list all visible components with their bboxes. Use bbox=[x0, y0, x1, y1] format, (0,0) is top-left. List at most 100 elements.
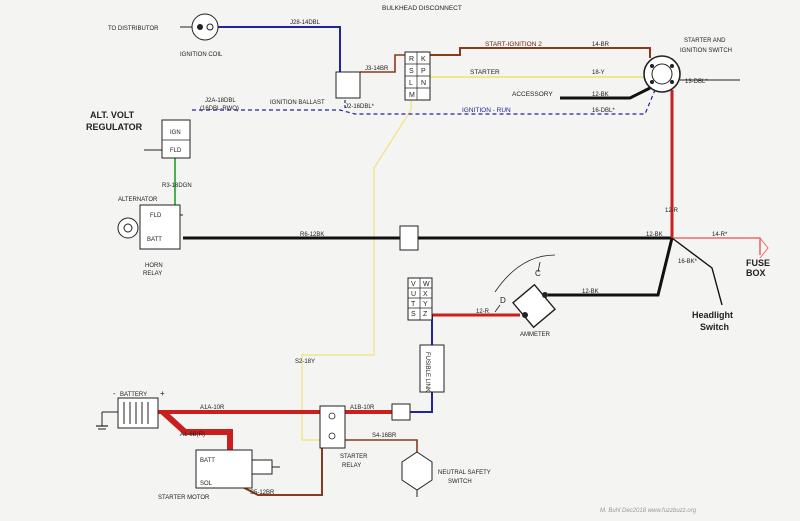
label-j2a: J2A-18DBL bbox=[205, 98, 236, 104]
label-ammeter-c: C bbox=[535, 269, 541, 278]
label-headlight-1: Headlight bbox=[692, 310, 733, 320]
wire-j28 bbox=[218, 26, 348, 81]
connector-pin-u: U bbox=[411, 291, 416, 298]
label-headlight-2: Switch bbox=[700, 322, 729, 332]
label-dbl16: 16-DBL* bbox=[592, 108, 615, 114]
voltage-regulator bbox=[144, 119, 191, 159]
inline-connector bbox=[399, 225, 419, 251]
label-sol-term: SOL bbox=[200, 481, 213, 487]
label-battery: BATTERY bbox=[120, 392, 147, 398]
label-bk12-acc: 12-BK bbox=[592, 92, 609, 98]
label-switch-1: STARTER AND bbox=[684, 38, 726, 44]
label-s5: S5-12BR bbox=[250, 490, 275, 496]
label-starter-motor: STARTER MOTOR bbox=[158, 495, 210, 501]
label-starter-relay-2: RELAY bbox=[342, 463, 361, 469]
label-horn-relay-2: RELAY bbox=[143, 271, 162, 277]
label-fuse-box-2: BOX bbox=[746, 268, 766, 278]
label-battery-plus: + bbox=[160, 389, 165, 398]
connector-pin-s: S bbox=[411, 311, 416, 318]
label-j3: J3-14BR bbox=[365, 66, 389, 72]
wire-j3 bbox=[360, 54, 405, 73]
alternator bbox=[117, 204, 183, 250]
label-fld: FLD bbox=[170, 148, 182, 154]
label-12bk-main: 12-BK bbox=[646, 232, 663, 238]
wire-accessory bbox=[560, 86, 651, 100]
ammeter bbox=[494, 254, 556, 329]
wire-16bk bbox=[671, 237, 723, 306]
lower-connector bbox=[407, 277, 433, 321]
label-a1b: A1B-10R bbox=[350, 405, 375, 411]
label-12r: 12-R bbox=[665, 208, 679, 214]
bulkhead-pin-l: L bbox=[409, 80, 413, 87]
battery bbox=[96, 397, 159, 430]
bulkhead-pin-k: K bbox=[421, 56, 426, 63]
connector-pin-w: W bbox=[423, 281, 430, 288]
label-volt-reg-1: ALT. VOLT bbox=[90, 110, 135, 120]
label-12r-amm: 12-R bbox=[476, 309, 490, 315]
label-batt-term: BATT bbox=[200, 458, 215, 464]
label-ign-run: IGNITION - RUN bbox=[462, 107, 511, 114]
connector-pin-t: T bbox=[411, 301, 416, 308]
label-alternator: ALTERNATOR bbox=[118, 197, 158, 203]
label-starter: STARTER bbox=[470, 69, 500, 76]
wire-14r bbox=[672, 237, 761, 255]
label-neutral-safety-2: SWITCH bbox=[448, 479, 472, 485]
label-starter-relay-1: STARTER bbox=[340, 454, 368, 460]
label-dbl13: 13-DBL* bbox=[685, 79, 708, 85]
label-footer: M. Buhl Dec2018 www.fuzzbuzz.org bbox=[600, 508, 697, 514]
bulkhead-pin-p: P bbox=[421, 68, 426, 75]
label-neutral-safety-1: NEUTRAL SAFETY bbox=[438, 470, 491, 476]
bulkhead-pin-s: S bbox=[409, 68, 414, 75]
label-to-distributor: TO DISTRIBUTOR bbox=[108, 26, 159, 32]
wire-ign-run bbox=[192, 89, 656, 115]
starter-relay bbox=[319, 405, 346, 449]
label-ammeter: AMMETER bbox=[520, 332, 551, 338]
starter-motor bbox=[195, 449, 280, 489]
label-12bk-amm: 12-BK bbox=[582, 289, 599, 295]
wire-a1 bbox=[160, 409, 233, 460]
wire-12bk-amm bbox=[548, 237, 674, 297]
label-j2a-2: (16DBL-RWO) bbox=[200, 106, 239, 112]
label-16bk: 16-BK* bbox=[678, 259, 698, 265]
connector-pin-v: V bbox=[411, 281, 416, 288]
bulkhead-pin-r: R bbox=[409, 56, 414, 63]
connector-pin-z: Z bbox=[423, 311, 428, 318]
label-s2: S2-18Y bbox=[295, 359, 315, 365]
label-bulkhead: BULKHEAD DISCONNECT bbox=[382, 5, 462, 12]
label-r6: R6-12BK bbox=[300, 232, 324, 238]
wire-s4 bbox=[345, 439, 418, 452]
bulkhead-pin-m: M bbox=[409, 92, 415, 99]
label-14r: 14-R* bbox=[712, 232, 728, 238]
label-r3: R3-18DGN bbox=[162, 183, 192, 189]
label-switch-2: IGNITION SWITCH bbox=[680, 48, 732, 54]
label-y18: 18-Y bbox=[592, 70, 605, 76]
wire-fusible-2 bbox=[410, 392, 433, 413]
connector-pin-y: Y bbox=[423, 301, 428, 308]
relay-output-connector bbox=[391, 403, 411, 421]
label-volt-reg-2: REGULATOR bbox=[86, 122, 143, 132]
label-fuse-box-1: FUSE bbox=[746, 258, 770, 268]
ignition-ballast bbox=[335, 71, 361, 99]
label-a1: A1-6B(R) bbox=[180, 432, 205, 438]
label-fusible-link: FUSIBLE LINK bbox=[424, 352, 430, 392]
label-ammeter-d: D bbox=[500, 296, 506, 305]
label-battery-minus: - bbox=[113, 389, 116, 398]
ignition-coil bbox=[180, 13, 219, 41]
label-horn-relay: HORN bbox=[145, 263, 163, 269]
label-accessory: ACCESSORY bbox=[512, 91, 553, 98]
bulkhead-pin-n: N bbox=[421, 80, 426, 87]
wire-s2 bbox=[301, 90, 412, 441]
ignition-switch bbox=[643, 55, 740, 93]
label-s4: S4-16BR bbox=[372, 433, 397, 439]
wire-start-ign2 bbox=[430, 47, 651, 58]
fusible-link bbox=[419, 344, 445, 393]
label-ign: IGN bbox=[170, 130, 181, 136]
label-ignition-coil: IGNITION COIL bbox=[180, 52, 223, 58]
label-alt-fld: FLD bbox=[150, 213, 162, 219]
wire-s5 bbox=[234, 448, 323, 496]
bulkhead-connector bbox=[404, 51, 431, 101]
fuse-box-lead bbox=[759, 237, 769, 259]
